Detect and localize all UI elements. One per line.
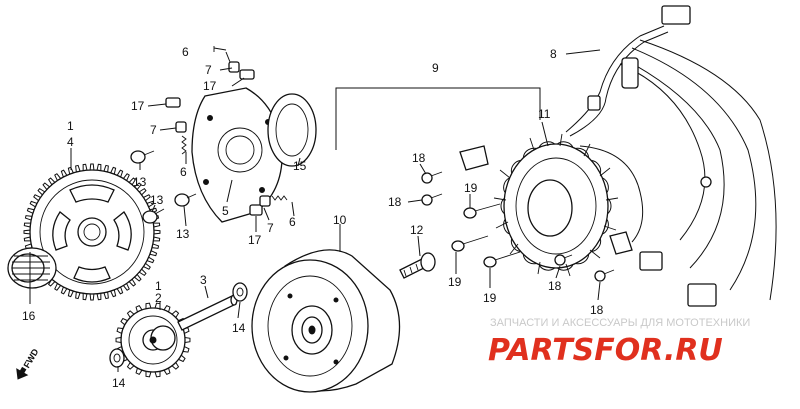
wire-harness [565,5,777,307]
callout-labels: 1 4 16 17 7 13 13 13 6 7 17 6 5 6 7 17 1… [22,45,604,390]
callout-17: 17 [131,99,145,113]
callout-4: 4 [67,135,74,149]
callout-18: 18 [548,279,562,293]
callout-6: 6 [182,45,189,59]
callout-13: 13 [176,227,190,241]
flywheel [251,249,401,393]
bolts-18-19 [421,171,615,282]
callout-19: 19 [464,181,478,195]
pulse-generator [459,145,633,255]
callout-3: 3 [200,273,207,287]
callout-13: 13 [133,175,147,189]
callout-16: 16 [22,309,36,323]
rollers-springs-caps [165,46,288,216]
callout-14: 14 [232,321,246,335]
callout-10: 10 [333,213,347,227]
callout-18: 18 [388,195,402,209]
callout-6: 6 [289,215,296,229]
callout-1: 1 [155,279,162,293]
reduction-shaft [177,294,238,331]
starter-reduction-gear [115,302,191,378]
callout-19: 19 [483,291,497,305]
leader-lines [29,49,601,372]
callout-1: 1 [67,119,74,133]
watermark-tagline: ЗАПЧАСТИ И АКСЕССУАРЫ ДЛЯ МОТОТЕХНИКИ [490,317,750,329]
watermark: ЗАПЧАСТИ И АКСЕССУАРЫ ДЛЯ МОТОТЕХНИКИ PA… [488,317,750,368]
gasket [267,93,317,167]
callout-9: 9 [432,61,439,75]
flywheel-bolt [399,252,436,279]
callout-14: 14 [112,376,126,390]
callout-18: 18 [590,303,604,317]
callout-19: 19 [448,275,462,289]
callout-11: 11 [538,107,551,121]
callout-12: 12 [410,223,424,237]
callout-5: 5 [222,204,229,218]
callout-7: 7 [267,221,274,235]
stator [493,133,619,277]
callout-15: 15 [293,159,307,173]
callout-7: 7 [205,63,212,77]
assembly-bracket [335,87,541,150]
callout-7: 7 [150,123,157,137]
bolts-13 [130,150,197,224]
callout-17: 17 [248,233,262,247]
watermark-brand: PARTSFOR.RU [488,333,723,368]
washers [109,282,248,368]
callout-18: 18 [412,151,426,165]
callout-13: 13 [150,193,164,207]
callout-2: 2 [155,291,162,305]
fwd-label: FWD [22,347,41,370]
callout-6: 6 [180,165,187,179]
needle-bearing [7,247,57,289]
callout-8: 8 [550,47,557,61]
fwd-indicator: FWD [16,347,41,380]
starter-driven-gear [23,163,161,301]
callout-17: 17 [203,79,217,93]
